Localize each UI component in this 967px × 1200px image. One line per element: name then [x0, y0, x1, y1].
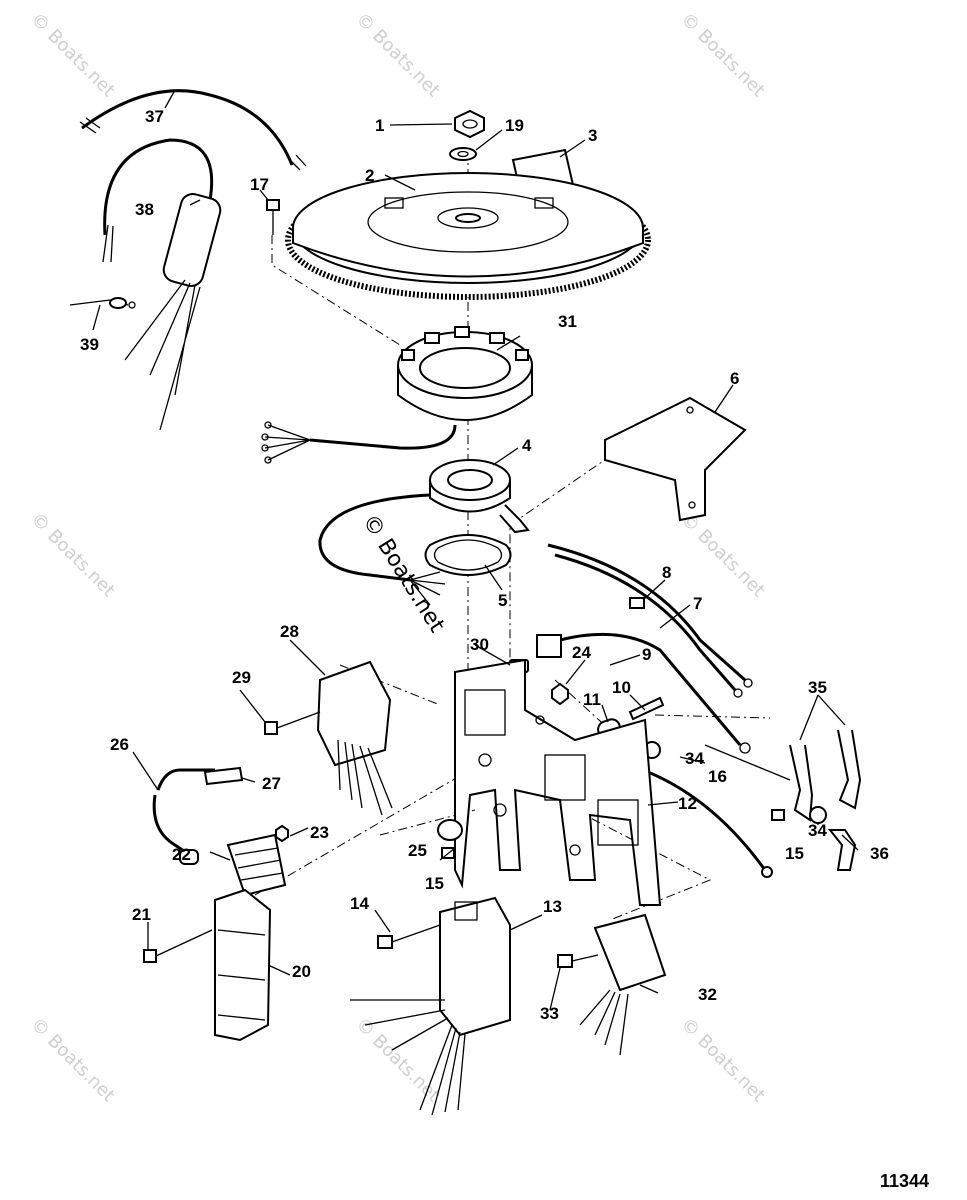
callout-label: 22	[172, 845, 191, 864]
callout-label: 5	[498, 591, 507, 610]
callout-label: 9	[642, 645, 651, 664]
lead-part-39	[69, 297, 136, 309]
callout-label: 2	[365, 166, 374, 185]
callout-label: 4	[522, 436, 532, 455]
figure-number: 11344	[880, 1171, 929, 1191]
callout-label: 30	[470, 635, 489, 654]
callout-label: 11	[583, 690, 601, 709]
callout-label: 23	[310, 823, 329, 842]
callout-label: 16	[708, 767, 727, 786]
nut-part-24	[551, 682, 569, 706]
watermark: © Boats.net	[26, 1014, 118, 1106]
screw-part-15-b	[771, 809, 785, 821]
flywheel-part-2	[285, 172, 651, 300]
callout-label: 7	[693, 594, 702, 613]
grommet-part-25	[437, 819, 463, 841]
callout-label: 21	[132, 905, 151, 924]
wire-part-9	[536, 632, 751, 754]
callout-label: 3	[588, 126, 597, 145]
wire-part-7	[547, 543, 753, 698]
lead-part-26	[152, 768, 215, 865]
callout-leaders	[92, 89, 859, 1011]
callout-label: 13	[543, 897, 562, 916]
callout-label: 37	[145, 107, 164, 126]
trigger-part-4	[318, 459, 530, 606]
callout-label: 36	[870, 844, 889, 863]
bracket-part-6	[604, 396, 747, 522]
callout-label: 25	[408, 841, 427, 860]
callout-label: 20	[292, 962, 311, 981]
callout-label: 14	[350, 894, 369, 913]
callout-label: 12	[678, 794, 697, 813]
coil-pack-part-20	[214, 888, 272, 1042]
callout-label: 26	[110, 735, 129, 754]
retainer-part-5	[424, 534, 512, 576]
watermark: © Boats.net	[676, 9, 768, 101]
nut-part-23	[275, 824, 289, 843]
callout-label: 34	[685, 749, 704, 768]
assembly-center-lines	[254, 150, 771, 921]
watermark: © Boats.net	[676, 509, 768, 601]
watermark: © Boats.net	[351, 9, 443, 101]
callout-labels: 1 2 3 4 5 6 7 8 9 10 11 12 13 14 15 15 1…	[80, 107, 889, 1023]
callout-label: 27	[262, 774, 281, 793]
callout-label: 19	[505, 116, 524, 135]
callout-label: 10	[612, 678, 631, 697]
screw-part-33	[557, 954, 599, 968]
callout-label: 17	[250, 175, 269, 194]
screw-part-14	[377, 924, 441, 949]
screw-part-29	[264, 711, 321, 735]
resistor-part-38	[102, 138, 222, 431]
stator-part-31	[261, 326, 533, 464]
callout-label: 15	[425, 874, 444, 893]
coil-part-22	[226, 833, 287, 897]
screw-part-21	[143, 929, 213, 963]
callout-label: 31	[558, 312, 577, 331]
callout-label: 28	[280, 622, 299, 641]
regulator-part-32	[579, 913, 667, 1056]
callout-label: 24	[572, 643, 591, 662]
watermark: © Boats.net	[26, 9, 118, 101]
callout-label: 32	[698, 985, 717, 1004]
clip-part-8	[629, 597, 645, 609]
mounting-plate-part-12	[454, 658, 662, 906]
switch-box-part-28	[316, 660, 393, 816]
callout-label: 1	[375, 116, 384, 135]
callout-label: 15	[785, 844, 804, 863]
clamp-part-36	[827, 829, 857, 871]
callout-label: 39	[80, 335, 99, 354]
watermark: © Boats.net	[676, 1014, 768, 1106]
nut-part-1	[454, 109, 485, 139]
clamp-part-35	[789, 729, 862, 822]
callout-label: 35	[808, 678, 827, 697]
callout-label: 6	[730, 369, 739, 388]
washer-part-19	[449, 147, 477, 161]
callout-label: 29	[232, 668, 251, 687]
module-part-13	[350, 896, 511, 1116]
screw-part-10	[628, 696, 665, 721]
screw-part-17	[266, 199, 280, 235]
harness-part-37	[79, 89, 307, 171]
spark-plug-part-27	[203, 766, 244, 786]
callout-label: 34	[808, 821, 827, 840]
watermark: © Boats.net	[26, 509, 118, 601]
callout-label: 33	[540, 1004, 559, 1023]
callout-label: 8	[662, 563, 671, 582]
callout-label: 38	[135, 200, 154, 219]
